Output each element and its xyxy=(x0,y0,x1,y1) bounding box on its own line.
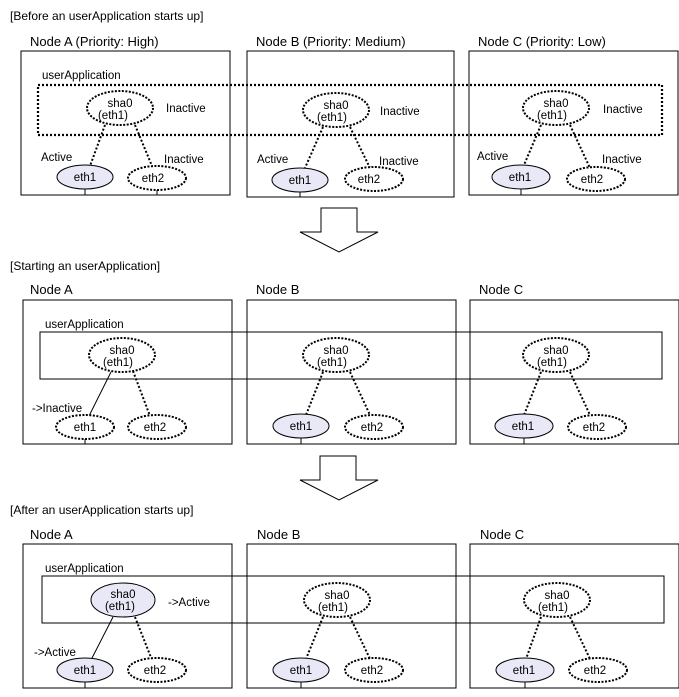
eth2-label: eth2 xyxy=(584,665,606,677)
stage3-node-c-title: Node C xyxy=(480,527,524,542)
stage1-node-b-box xyxy=(246,50,455,198)
sha0-status: Inactive xyxy=(166,103,206,115)
down-arrow-icon xyxy=(299,207,379,253)
stage3-node-b-box xyxy=(246,543,457,689)
stage1-node-b-eth2 xyxy=(344,166,404,192)
stage2-node-a-eth2 xyxy=(127,414,187,440)
stage1-node-c-sha0 xyxy=(522,90,590,126)
stage2-node-b-eth2 xyxy=(344,414,404,440)
eth1-label: eth1 xyxy=(512,421,534,433)
stage1-userapp-label: userApplication xyxy=(42,70,121,82)
eth2-label: eth2 xyxy=(142,173,164,185)
stage2-node-b-sha0 xyxy=(302,337,370,373)
sha0-sub-label: (eth1) xyxy=(537,357,567,369)
stage1-node-b-title: Node B (Priority: Medium) xyxy=(256,34,406,49)
stage2-node-c-eth2 xyxy=(567,414,627,440)
stage1-node-c-eth2 xyxy=(566,166,626,192)
stage3-node-c-sha0 xyxy=(523,582,591,618)
eth2-label: eth2 xyxy=(144,422,166,434)
sha0-label: sha0 xyxy=(324,100,349,112)
sha0-label: sha0 xyxy=(110,345,135,357)
stage3-userapp-label: userApplication xyxy=(45,563,124,575)
stage1-title: [Before an userApplication starts up] xyxy=(10,9,203,23)
eth2-label: eth2 xyxy=(361,422,383,434)
stage3-node-b-eth2 xyxy=(344,657,404,683)
down-arrow-icon xyxy=(299,455,379,501)
eth1-status: Active xyxy=(41,152,72,164)
stage1-node-c-box xyxy=(468,50,679,196)
stage2-node-a-eth1 xyxy=(55,414,115,440)
eth1-label: eth1 xyxy=(74,172,96,184)
eth2-status: Inactive xyxy=(379,156,419,168)
stage1-node-a-sha0 xyxy=(86,90,154,126)
stage2-title: [Starting an userApplication] xyxy=(10,259,160,273)
eth2-label: eth2 xyxy=(581,174,603,186)
eth2-label: eth2 xyxy=(144,665,166,677)
stage3-node-a-title: Node A xyxy=(30,527,73,542)
stage1-node-a-box xyxy=(20,50,231,196)
stage3-node-a-box xyxy=(22,543,233,689)
sha0-label: sha0 xyxy=(111,589,136,601)
sha0-sub-label: (eth1) xyxy=(317,357,347,369)
eth1-label: eth1 xyxy=(74,665,96,677)
sha0-status: Inactive xyxy=(603,104,643,116)
stage3-node-b-title: Node B xyxy=(257,527,300,542)
sha0-label: sha0 xyxy=(544,345,569,357)
eth1-label: eth1 xyxy=(509,172,531,184)
eth1-label: eth1 xyxy=(290,665,312,677)
stage2-userapp-label: userApplication xyxy=(45,319,124,331)
stage2-node-a-sha0 xyxy=(88,337,156,373)
eth2-label: eth2 xyxy=(583,422,605,434)
sha0-sub-label: (eth1) xyxy=(537,110,567,122)
sha0-label: sha0 xyxy=(108,98,133,110)
sha0-label: sha0 xyxy=(325,590,350,602)
stage3-node-b-sha0 xyxy=(303,582,371,618)
sha0-sub-label: (eth1) xyxy=(318,602,348,614)
sha0-label: sha0 xyxy=(545,590,570,602)
stage2-node-c-box xyxy=(469,299,679,445)
stage2-node-c-sha0 xyxy=(522,337,590,373)
stage2-node-c-title: Node C xyxy=(479,282,523,297)
stage2-node-b-title: Node B xyxy=(256,282,299,297)
sha0-sub-label: (eth1) xyxy=(538,602,568,614)
stage1-userapp-box xyxy=(36,83,664,137)
eth2-status: Inactive xyxy=(602,154,642,166)
eth2-status: Inactive xyxy=(164,154,204,166)
sha0-sub-label: (eth1) xyxy=(317,112,347,124)
sha0-sub-label: (eth1) xyxy=(105,601,135,613)
eth1-label: eth1 xyxy=(513,665,535,677)
sha0-status: Inactive xyxy=(380,106,420,118)
stage1-node-b-sha0 xyxy=(302,92,370,128)
stage3-node-c-box xyxy=(469,543,679,689)
stage1-node-c-title: Node C (Priority: Low) xyxy=(478,34,606,49)
eth1-label: eth1 xyxy=(290,421,312,433)
stage3-node-a-sha0 xyxy=(90,582,156,618)
eth1-label: eth1 xyxy=(289,175,311,187)
stage1-node-a-eth2 xyxy=(127,165,187,191)
eth1-status: Active xyxy=(477,151,508,163)
eth2-label: eth2 xyxy=(358,174,380,186)
eth1-status: Active xyxy=(257,154,288,166)
eth1-status: ->Inactive xyxy=(32,403,82,415)
sha0-label: sha0 xyxy=(544,98,569,110)
stage3-title: [After an userApplication starts up] xyxy=(10,503,193,517)
sha0-status: ->Active xyxy=(168,597,210,609)
sha0-sub-label: (eth1) xyxy=(103,357,133,369)
stage2-userapp-box xyxy=(39,331,663,380)
stage3-userapp-box xyxy=(41,575,665,624)
stage1-node-a-title: Node A (Priority: High) xyxy=(30,34,159,49)
eth1-status: ->Active xyxy=(34,647,76,659)
stage3-node-a-eth2 xyxy=(127,657,187,683)
stage3-node-c-eth2 xyxy=(568,657,628,683)
stage2-node-a-box xyxy=(22,299,233,445)
sha0-sub-label: (eth1) xyxy=(98,110,128,122)
eth1-label: eth1 xyxy=(74,422,96,434)
stage2-node-a-title: Node A xyxy=(30,282,73,297)
eth2-label: eth2 xyxy=(361,665,383,677)
sha0-label: sha0 xyxy=(324,345,349,357)
stage2-node-b-box xyxy=(246,299,457,445)
